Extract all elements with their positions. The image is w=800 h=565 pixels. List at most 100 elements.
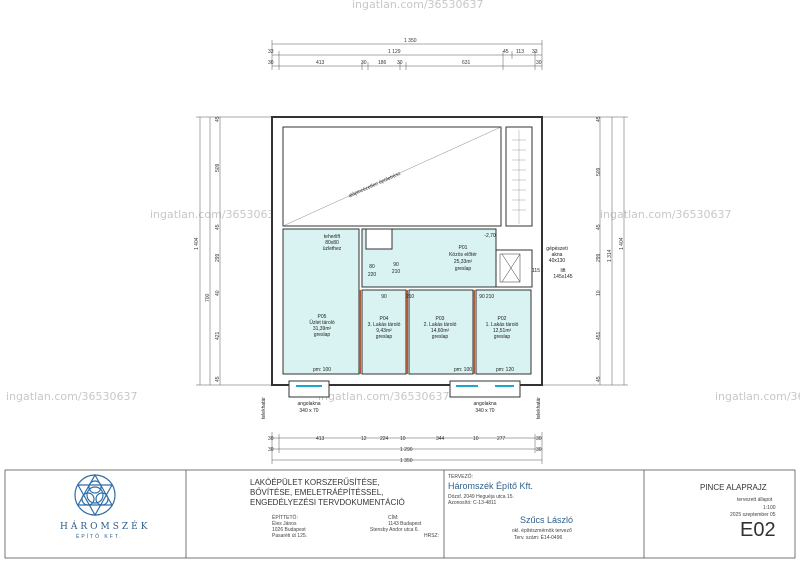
room-floor: greslap xyxy=(314,332,331,338)
dim-label: 10 xyxy=(400,436,406,442)
room-code: P02 xyxy=(498,316,507,322)
dim-label: 224 xyxy=(380,436,389,442)
dim-label: 509 xyxy=(215,163,221,172)
site-addr: HRSZ: xyxy=(424,533,439,539)
company-logo-text: HÁROMSZÉK xyxy=(60,522,151,532)
room-p03 xyxy=(408,289,474,375)
site-addr: Stensby Andor utca 6. xyxy=(370,527,419,533)
dim-label: 413 xyxy=(316,436,325,442)
designer-id: Azonosító: C-13-4811 xyxy=(448,500,497,506)
partition-walls xyxy=(359,290,475,374)
dim-label: 45 xyxy=(215,224,221,230)
boundary-label: telekhatár xyxy=(536,397,542,419)
window-light-wells xyxy=(288,380,521,398)
shaft-label: gépészeti xyxy=(546,246,567,252)
room-code: P03 xyxy=(436,316,445,322)
dim-label: 186 xyxy=(378,60,387,66)
dim-label: 1 290 xyxy=(400,447,413,453)
window-label: angolakna xyxy=(297,401,320,407)
room-floor: greslap xyxy=(455,266,472,272)
watermark: ingatlan.com/36530637 xyxy=(150,208,282,221)
shaft-label: 40x130 xyxy=(549,258,566,264)
watermark: ingatlan.com/36530637 xyxy=(318,390,450,403)
dim-label: 413 xyxy=(316,60,325,66)
dim-label: 30 xyxy=(268,447,274,453)
project-title: BŐVÍTÉSE, EMELETRÁÉPÍTÉSSEL, xyxy=(250,488,384,497)
left-dimensions xyxy=(196,116,272,386)
client-label: ÉPÍTTETŐ: xyxy=(272,515,298,521)
company-logo-icon xyxy=(74,473,116,517)
dim-label: 45 xyxy=(215,116,221,122)
room-floor: greslap xyxy=(376,334,393,340)
room-p04 xyxy=(361,289,407,375)
dim-label: 220 xyxy=(368,272,377,278)
room-name: Közös előtér xyxy=(449,252,477,258)
shaft-label: akna xyxy=(552,252,563,258)
room-p05 xyxy=(282,228,360,375)
client-addr: Pasaréti út 125. xyxy=(272,533,308,539)
dim-label: 45 xyxy=(596,116,602,122)
architect-name: Szűcs László xyxy=(520,515,574,525)
sheet-code: E02 xyxy=(740,519,776,541)
dim-label: 80 xyxy=(369,264,375,270)
lift-shaft xyxy=(495,249,533,288)
dim-label: 40 xyxy=(215,290,221,296)
sheet-title: PINCE ALAPRAJZ xyxy=(700,483,767,492)
dim-bottom-overall: 1 350 xyxy=(400,458,413,464)
sheet-date: 2025 szeptember 05 xyxy=(730,512,776,518)
dim-label: 30 xyxy=(397,60,403,66)
title-block-frame xyxy=(4,469,796,559)
bottom-dimensions xyxy=(271,432,543,464)
dim-label: 90 xyxy=(393,262,399,268)
dim-label: 45 xyxy=(596,376,602,382)
room-name: 2. Lakás tároló xyxy=(424,322,457,328)
dim-label: 45 xyxy=(596,224,602,230)
dim-label: 277 xyxy=(497,436,506,442)
dim-label: 30 xyxy=(536,60,542,66)
lift-main-label: 145x145 xyxy=(553,274,572,280)
top-dimensions xyxy=(271,40,543,70)
dim-label: 45 xyxy=(503,49,509,55)
room-floor: greslap xyxy=(432,334,449,340)
pm-label: pm: 100 xyxy=(313,367,331,373)
pm-label: pm: 100 xyxy=(454,367,472,373)
rooms xyxy=(282,228,533,375)
dim-label: 299 xyxy=(215,253,221,262)
boundary-label: telekhatár xyxy=(261,397,267,419)
window-label: angolakna xyxy=(473,401,496,407)
project-title: ENGEDÉLYEZÉSI TERVDOKUMENTÁCIÓ xyxy=(250,498,405,507)
room-name: 1. Lakás tároló xyxy=(486,322,519,328)
dim-label: 210 xyxy=(486,294,495,300)
dim-label: 30 xyxy=(268,60,274,66)
architect-role: okl. építészmérnök tervező xyxy=(512,528,572,534)
dim-label: 30 xyxy=(536,447,542,453)
pm-label: pm: 120 xyxy=(496,367,514,373)
client-addr: 1026 Budapest xyxy=(272,527,306,533)
watermark: ingatlan.com/36530637 xyxy=(600,208,732,221)
dim-label: 509 xyxy=(596,167,602,176)
dim-right-mid: 1 314 xyxy=(607,249,613,262)
right-dimensions xyxy=(542,116,628,386)
dim-label: 30 xyxy=(268,436,274,442)
dim-label: 451 xyxy=(596,331,602,340)
freight-lift xyxy=(365,228,393,250)
dim-left-inner: 700 xyxy=(205,293,211,302)
room-area: 25,33m² xyxy=(454,259,473,265)
room-area: 12,51m² xyxy=(493,328,512,334)
project-title: LAKÓÉPÜLET KORSZERŰSÍTÉSE, xyxy=(250,478,380,487)
room-floor: greslap xyxy=(494,334,511,340)
lift-label: üzlethez xyxy=(323,246,342,252)
sheet-scale: 1:100 xyxy=(763,505,776,511)
lift-label: 80x80 xyxy=(325,240,339,246)
dim-label: 33 xyxy=(532,49,538,55)
architect-id: Terv. szám: É14-0496 xyxy=(514,535,563,541)
dim-label: 30 xyxy=(536,436,542,442)
dim-right-overall: 1 404 xyxy=(619,237,625,250)
watermark: ingatlan.com/36530637 xyxy=(6,390,138,403)
dim-label: 210 xyxy=(392,269,401,275)
designer-name: Háromszék Építő Kft. xyxy=(448,481,534,491)
level-label: -2,70 xyxy=(484,233,496,239)
dim-label: 90 xyxy=(479,294,485,300)
window-size: 340 x 70 xyxy=(299,408,318,414)
dim-label: 421 xyxy=(215,331,221,340)
